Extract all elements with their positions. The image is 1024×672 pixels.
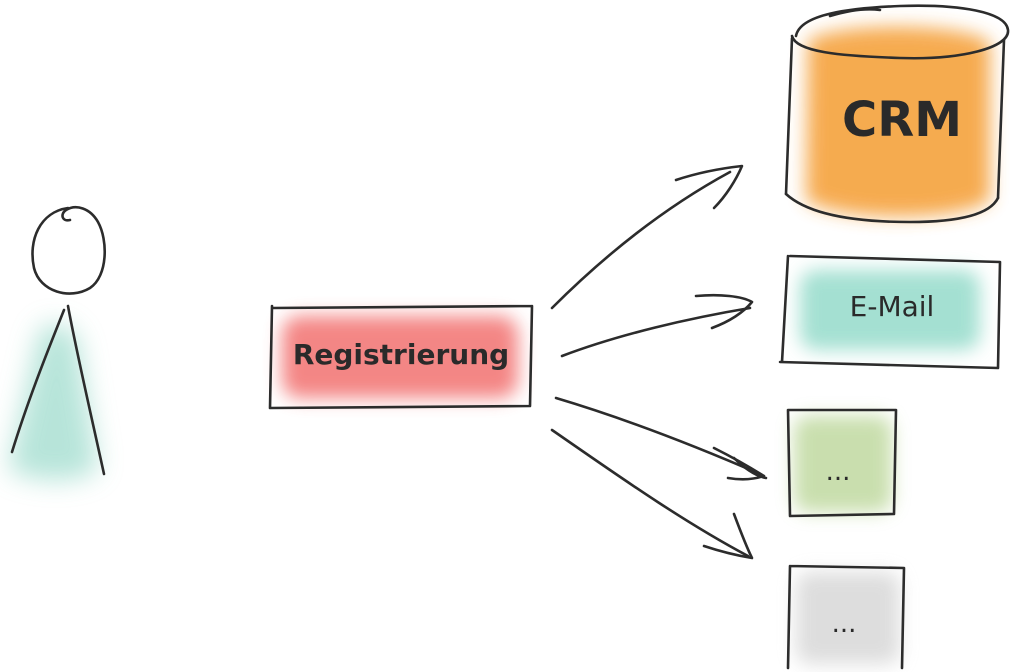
third-label: ... — [826, 457, 851, 487]
third-box — [786, 408, 898, 518]
fourth-box — [786, 564, 906, 670]
email-color-wash — [800, 270, 980, 350]
arrow-to-email — [560, 293, 754, 358]
arrow-to-fourth — [550, 428, 754, 560]
crm-right-side — [996, 38, 1006, 200]
third-color-wash — [794, 416, 892, 512]
fourth-label: ... — [832, 609, 857, 639]
email-box — [778, 254, 1002, 370]
actor-body-right — [66, 304, 106, 476]
source-node: Registrierung — [268, 304, 534, 410]
target-crm: CRM — [784, 4, 1010, 224]
actor-color-wash — [8, 324, 98, 480]
target-third: ... — [786, 408, 898, 518]
actor-figure — [8, 206, 107, 480]
arrow-to-third — [554, 396, 768, 481]
arrows — [550, 164, 768, 560]
source-color-wash — [282, 316, 518, 398]
crm-label: CRM — [842, 92, 962, 148]
actor-body-left — [10, 308, 66, 454]
arrow-to-crm — [550, 164, 744, 310]
fourth-color-wash — [796, 572, 900, 664]
target-email: E-Mail — [778, 254, 1002, 370]
actor-head — [31, 206, 107, 295]
crm-left-side — [784, 36, 794, 196]
crm-color-wash — [806, 26, 990, 217]
crm-bottom-curve — [784, 192, 1000, 224]
email-label: E-Mail — [850, 290, 935, 323]
target-fourth: ... — [786, 564, 906, 670]
crm-top-ellipse-back — [828, 7, 882, 18]
source-box — [268, 304, 534, 410]
source-label: Registrierung — [293, 338, 509, 371]
